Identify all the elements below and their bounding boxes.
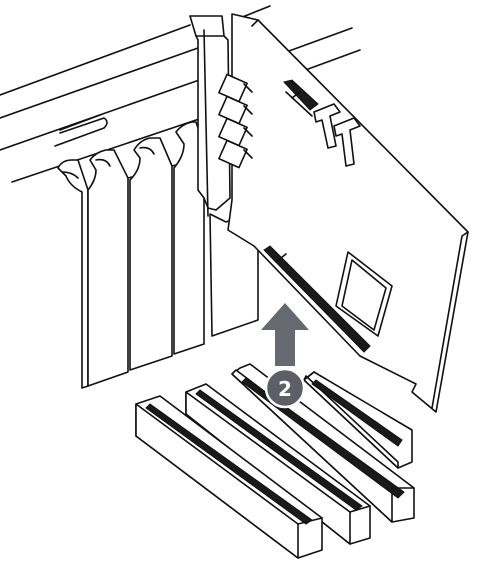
expansion-card <box>189 13 469 413</box>
insertion-direction-arrow <box>261 303 309 366</box>
arrow-up-icon <box>261 303 309 366</box>
board-connectors <box>313 103 361 167</box>
slot-cover-2 <box>87 149 137 387</box>
pci-slot-front <box>135 395 323 559</box>
slot-cover-1 <box>57 159 89 389</box>
slot-cover-4 <box>173 121 205 355</box>
audio-jacks <box>218 73 253 169</box>
header-pins <box>283 79 319 111</box>
step-number: 2 <box>278 377 292 401</box>
edge-connector <box>263 245 371 353</box>
chassis-frame <box>0 5 361 183</box>
pci-slot-middle <box>185 383 371 545</box>
slot-cover-3 <box>129 137 181 371</box>
step-badge: 2 <box>264 367 306 409</box>
card-bracket <box>189 15 231 211</box>
circuit-board <box>227 13 469 413</box>
pci-slot-target-rear <box>303 371 413 469</box>
step-badge-circle <box>264 367 306 409</box>
